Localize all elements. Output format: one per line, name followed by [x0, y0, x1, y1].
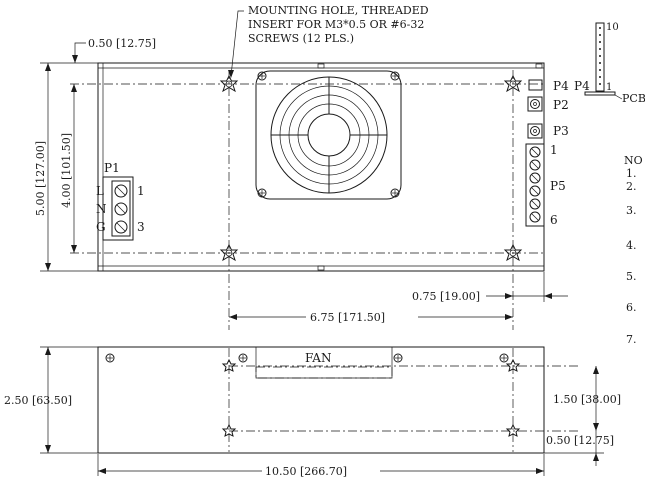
dim-hole-height-label: 4.00 [101.50] [60, 133, 73, 208]
terminal-screw-icon [529, 185, 541, 197]
dim-side-bottom-offset-label: 0.50 [12.75] [546, 434, 614, 447]
screw-icon [390, 188, 400, 198]
mounting-hole-icon [503, 74, 523, 93]
top-view: P1 L N G 1 3 P4 P2 P3 [70, 62, 569, 330]
fan-guard-icon [255, 70, 402, 200]
terminal-screw-icon [114, 184, 128, 198]
p5-label: P5 [550, 179, 566, 193]
dim-overall-length-label: 10.50 [266.70] [265, 465, 347, 478]
note-item: 2. [626, 180, 637, 193]
p1-pin-n: N [96, 202, 107, 216]
note-item: 3. [626, 204, 637, 217]
mounting-hole-icon [219, 74, 239, 93]
terminal-screw-icon [529, 146, 541, 158]
screw-icon [238, 353, 248, 363]
p1-pin-l: L [96, 184, 104, 198]
dim-top-offset-label: 0.50 [12.75] [88, 37, 156, 50]
mounting-hole-icon [221, 423, 237, 437]
dim-side-bottom-offset: 0.50 [12.75] [544, 431, 614, 466]
dim-side-height: 2.50 [63.50] [4, 346, 98, 454]
side-view-outline [97, 346, 545, 454]
dim-side-height-label: 2.50 [63.50] [4, 394, 72, 407]
terminal-screw-icon [529, 211, 541, 223]
mounting-hole-icon [505, 423, 521, 437]
terminal-screw-icon [529, 172, 541, 184]
dim-hole-spacing: 6.75 [171.50] [229, 311, 513, 324]
screw-icon [257, 188, 267, 198]
terminal-screw-icon [114, 220, 128, 234]
fan-label: FAN [305, 351, 331, 365]
dim-right-offset: 0.75 [19.00] [412, 272, 568, 303]
screw-icon [499, 353, 509, 363]
dim-overall-height: 5.00 [127.00] [34, 63, 98, 272]
note-item: 1. [626, 167, 637, 180]
inset-p4-label: P4 [574, 79, 590, 93]
side-view: FAN [97, 346, 580, 454]
fan-outline [255, 347, 393, 379]
dim-hole-spacing-label: 6.75 [171.50] [310, 311, 385, 324]
dim-overall-length: 10.50 [266.70] [97, 454, 545, 478]
dim-overall-height-label: 5.00 [127.00] [34, 141, 47, 216]
inset-pin-10: 10 [606, 22, 619, 33]
inset-pin-1: 1 [606, 82, 612, 93]
fan-recess [255, 366, 393, 379]
dim-hole-height: 4.00 [101.50] [60, 84, 77, 253]
p4-pcb-inset: P4 10 1 PCB [574, 22, 645, 105]
note-item: 5. [626, 270, 637, 283]
dim-side-hole-spacing-label: 1.50 [38.00] [553, 393, 621, 406]
inset-pcb-label: PCB [622, 92, 645, 105]
dim-top-offset: 0.50 [12.75] [40, 37, 156, 64]
p1-pin-last: 3 [137, 220, 145, 234]
p5-pin-last: 6 [550, 213, 558, 227]
screw-icon [393, 353, 403, 363]
mounting-note-line-3: SCREWS (12 PLS.) [248, 32, 354, 45]
note-item: 7. [626, 333, 637, 346]
p5-terminal-block [525, 143, 545, 227]
p1-pin-first: 1 [137, 184, 145, 198]
p4-connector [528, 79, 543, 91]
note-item: 6. [626, 301, 637, 314]
p4-header-icon [595, 22, 605, 92]
notes-column: NO 1. 2. 3. 4. 5. 6. 7. [624, 154, 643, 346]
note-item: 4. [626, 239, 637, 252]
mounting-callout: MOUNTING HOLE, THREADED INSERT FOR M3*0.… [228, 4, 429, 78]
p2-connector-icon [527, 96, 543, 112]
notes-header: NO [624, 154, 643, 167]
p1-pin-g: G [96, 220, 106, 234]
dim-right-offset-label: 0.75 [19.00] [412, 290, 480, 303]
p5-pin-first: 1 [550, 143, 558, 157]
terminal-screw-icon [529, 198, 541, 210]
p3-connector-icon [527, 123, 543, 139]
screw-icon [105, 353, 115, 363]
p1-label: P1 [104, 161, 120, 175]
mounting-hole-icon [221, 358, 237, 372]
terminal-screw-icon [529, 159, 541, 171]
mounting-hole-icon [219, 243, 239, 262]
p4-label: P4 [553, 79, 569, 93]
mounting-note-line-2: INSERT FOR M3*0.5 OR #6-32 [248, 18, 424, 31]
p3-label: P3 [553, 124, 569, 138]
mounting-hole-icon [503, 243, 523, 262]
mounting-hole-icon [505, 358, 521, 372]
p2-label: P2 [553, 98, 569, 112]
mounting-note-line-1: MOUNTING HOLE, THREADED [248, 4, 429, 17]
terminal-screw-icon [114, 202, 128, 216]
top-view-outline [97, 62, 545, 272]
dim-side-hole-spacing: 1.50 [38.00] [553, 366, 621, 431]
p1-terminal-block: P1 L N G 1 3 [96, 161, 145, 241]
